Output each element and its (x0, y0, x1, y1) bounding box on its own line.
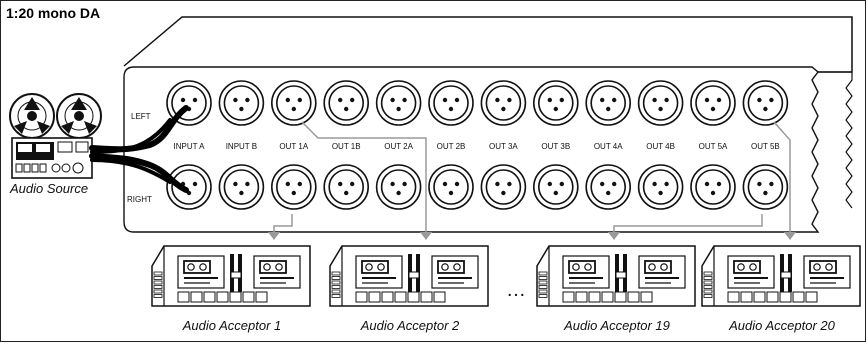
connection-out1a-left-to-acceptor-2 (301, 121, 427, 238)
audio-source-label: Audio Source (9, 181, 88, 196)
xlr-connector-out-4a-left (585, 80, 632, 126)
reel-right-icon (56, 93, 102, 139)
row-label-left: LEFT (131, 112, 151, 121)
connection-lines (268, 121, 796, 240)
xlr-connector-out-1a-left (270, 80, 317, 126)
audio-acceptor-label: Audio Acceptor 2 (360, 318, 460, 333)
row-label-right: RIGHT (127, 195, 152, 204)
xlr-connector-out-2b-left (428, 80, 474, 126)
port-label: OUT 3A (489, 142, 518, 151)
port-label: OUT 5A (699, 142, 728, 151)
xlr-connector-out-3b-right (532, 164, 579, 210)
xlr-connector-input-b-left (218, 80, 265, 126)
port-label: OUT 3B (541, 142, 570, 151)
xlr-connector-out-3a-right (480, 164, 527, 210)
xlr-connector-out-2b-right (428, 164, 474, 210)
port-label: OUT 5B (751, 142, 780, 151)
acceptor-ellipsis: … (506, 279, 526, 301)
audio-acceptor-label: Audio Acceptor 20 (728, 318, 836, 333)
xlr-connector-out-2a-left (375, 80, 422, 126)
audio-acceptor-label: Audio Acceptor 19 (563, 318, 670, 333)
port-label: INPUT B (226, 142, 257, 151)
xlr-connector-out-1a-right (270, 164, 317, 210)
xlr-connector-out-5b-left (742, 80, 789, 126)
xlr-connector-out-3b-left (532, 80, 579, 126)
xlr-connector-out-5b-right (742, 164, 789, 210)
chassis-top (123, 16, 853, 73)
connection-out5b-left-to-acceptor-20 (773, 121, 791, 238)
input-cables (89, 105, 189, 193)
xlr-connector-out-2a-right (375, 164, 422, 210)
xlr-connector-out-1b-right (323, 164, 370, 210)
xlr-connector-out-1b-left (323, 80, 370, 126)
xlr-connector-out-5a-right (690, 164, 736, 210)
port-label: OUT 4A (594, 142, 623, 151)
port-label: OUT 1A (279, 142, 308, 151)
audio-source-device: Audio Source (9, 93, 102, 196)
audio-acceptor-device (151, 245, 311, 307)
xlr-connector-out-4a-right (585, 164, 632, 210)
xlr-connector-out-4b-right (637, 164, 684, 210)
diagram-title: 1:20 mono DA (6, 5, 101, 21)
port-label: OUT 2A (384, 142, 413, 151)
audio-acceptor-device (329, 245, 489, 307)
port-label: OUT 2B (437, 142, 466, 151)
port-label: INPUT A (174, 142, 206, 151)
xlr-connector-input-b-right (218, 164, 265, 210)
port-label: OUT 1B (332, 142, 361, 151)
audio-acceptor-device (536, 245, 696, 307)
xlr-connector-out-4b-left (637, 80, 684, 126)
xlr-connector-out-5a-left (690, 80, 736, 126)
audio-acceptor-device (701, 245, 861, 307)
reel-left-icon (9, 93, 55, 139)
xlr-connector-input-a-right (166, 164, 212, 210)
audio-acceptor-label: Audio Acceptor 1 (182, 318, 282, 333)
port-label: OUT 4B (646, 142, 675, 151)
xlr-connector-out-3a-left (480, 80, 527, 126)
chassis-top-edge (845, 17, 853, 209)
